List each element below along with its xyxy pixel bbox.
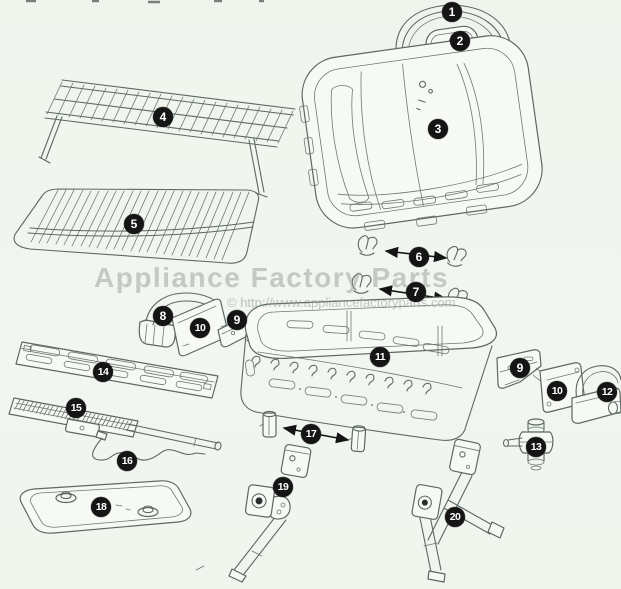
part-16-igniter-wire — [92, 430, 206, 461]
part-marker-1: 1 — [442, 2, 462, 22]
part-3-lid — [299, 35, 543, 231]
part-marker-10: 10 — [190, 318, 210, 338]
part-marker-16: 16 — [117, 451, 137, 471]
part-marker-15: 15 — [66, 398, 86, 418]
part-marker-14: 14 — [93, 362, 113, 382]
part-marker-17: 17 — [301, 424, 321, 444]
part-marker-5: 5 — [124, 214, 144, 234]
part-marker-4: 4 — [153, 107, 173, 127]
part-marker-12: 12 — [597, 382, 617, 402]
firebox-burner-hooks — [251, 355, 432, 395]
watermark-title: Appliance Factory Parts — [94, 262, 450, 293]
part-11-firebox — [240, 296, 497, 441]
part-marker-9: 9 — [227, 310, 247, 330]
part-marker-9: 9 — [510, 358, 530, 378]
watermark-url: © http://www.appliancefactoryparts.com — [227, 295, 456, 310]
part-marker-2: 2 — [450, 31, 470, 51]
part-marker-11: 11 — [370, 347, 390, 367]
part-marker-20: 20 — [445, 507, 465, 527]
part-19-leg-assembly — [228, 444, 312, 583]
part-4-warming-rack — [38, 79, 296, 198]
part-20-leg-assembly — [411, 438, 505, 583]
part-marker-3: 3 — [428, 119, 448, 139]
part-14-heat-plate — [15, 341, 219, 399]
part-marker-6: 6 — [409, 247, 429, 267]
part-marker-7: 7 — [406, 282, 426, 302]
part-marker-8: 8 — [153, 306, 173, 326]
part-marker-19: 19 — [273, 477, 293, 497]
part-marker-10: 10 — [547, 381, 567, 401]
part-marker-18: 18 — [91, 497, 111, 517]
part-5-cooking-grate — [13, 188, 260, 264]
part-15-burner — [8, 397, 222, 451]
part-marker-13: 13 — [526, 437, 546, 457]
scan-artifacts — [26, 0, 264, 571]
